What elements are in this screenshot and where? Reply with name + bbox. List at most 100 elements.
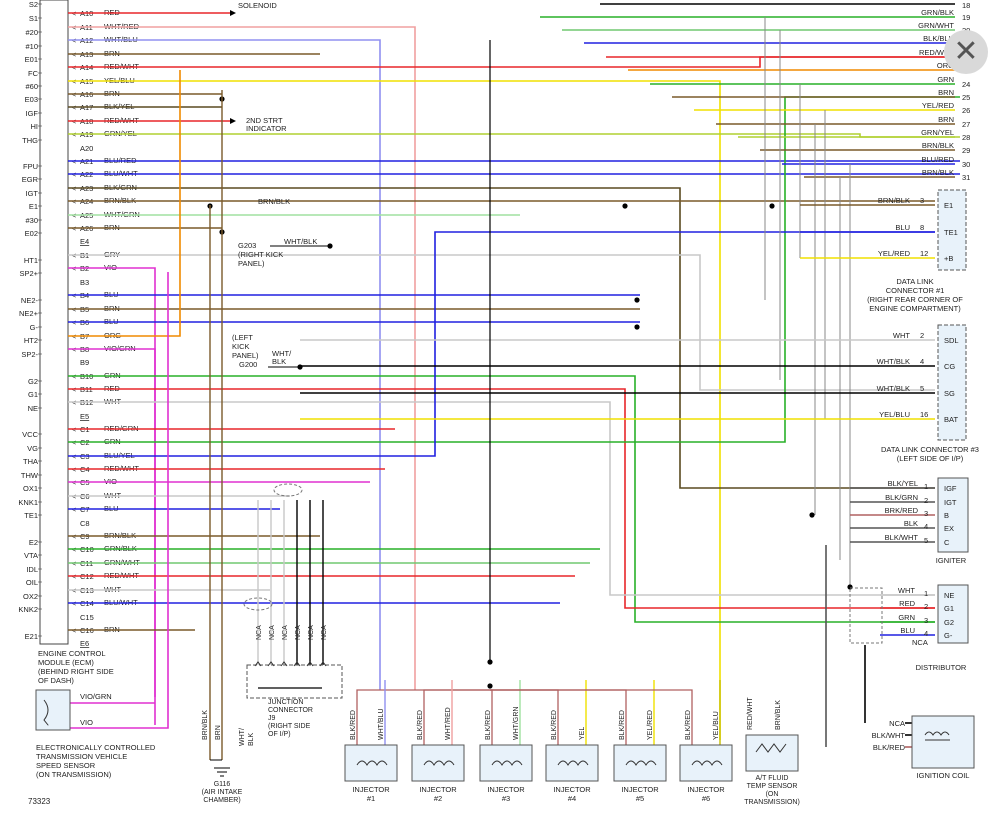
pin-chevron bbox=[293, 661, 301, 667]
ecm-left-pin: E2 bbox=[29, 538, 38, 547]
shield-ellipse bbox=[243, 597, 273, 611]
coil-title: IGNITION COIL bbox=[917, 771, 970, 780]
solenoid-label: SOLENOID bbox=[238, 1, 277, 10]
arrow-glyph: < bbox=[72, 400, 76, 407]
ecm-left-pin: SP2- bbox=[21, 350, 38, 359]
arrow-glyph: < bbox=[72, 427, 76, 434]
bus-pin-number: 30 bbox=[962, 160, 970, 169]
junction-label: (RIGHT SIDE bbox=[268, 723, 311, 730]
thermistor-icon bbox=[755, 743, 787, 753]
coil-wire-label: BLK/WHT bbox=[872, 731, 906, 740]
arrow-glyph: < bbox=[72, 253, 76, 260]
igniter-pin-num: 1 bbox=[924, 482, 928, 491]
distributor-pin-num: 2 bbox=[924, 602, 928, 611]
injector-wire1-label: BLK/RED bbox=[485, 710, 492, 740]
igniter-terminal: C bbox=[944, 538, 950, 547]
shield-ellipse bbox=[273, 483, 303, 497]
ecm-left-pin: SP2+ bbox=[19, 269, 38, 278]
bus-pin-number: 25 bbox=[962, 93, 970, 102]
junction-nca-label: NCA bbox=[321, 625, 328, 640]
dlc1-terminal: +B bbox=[944, 254, 953, 263]
injector-number: #4 bbox=[568, 794, 576, 803]
junction-nca-label: NCA bbox=[269, 625, 276, 640]
arrow-head bbox=[230, 118, 236, 124]
close-button[interactable]: ✕ bbox=[944, 30, 988, 74]
vss-icon bbox=[43, 699, 49, 726]
vss-wire bbox=[70, 272, 169, 729]
dlc3-box bbox=[937, 324, 967, 441]
ecm-left-pin: IGF bbox=[26, 109, 39, 118]
dlc3-wire-label: WHT/BLK bbox=[877, 384, 910, 393]
at-sensor-label: TEMP SENSOR bbox=[747, 783, 798, 790]
close-icon: ✕ bbox=[953, 34, 979, 69]
vss-label: TRANSMISSION VEHICLE bbox=[36, 752, 127, 761]
splice-dot bbox=[634, 324, 640, 330]
ecm-left-pin: IDL bbox=[26, 565, 38, 574]
dlc1-title: CONNECTOR #1 bbox=[886, 286, 945, 295]
igniter-terminal: IGT bbox=[944, 498, 957, 507]
injector-wire bbox=[490, 689, 693, 745]
ecm-left-pin: FPU bbox=[23, 162, 38, 171]
arrow-glyph: < bbox=[72, 454, 76, 461]
wire-run bbox=[68, 254, 935, 391]
injector-wire1-label: BLK/RED bbox=[551, 710, 558, 740]
g200-wire-label: WHT/ bbox=[272, 349, 292, 358]
doc-number: 73323 bbox=[28, 797, 51, 806]
ecm-left-pin: E02 bbox=[25, 229, 38, 238]
shield bbox=[849, 587, 883, 644]
ecm-left-pin: #60 bbox=[25, 82, 38, 91]
ecm-left-pin: IGT bbox=[26, 189, 39, 198]
injector-number: #3 bbox=[502, 794, 510, 803]
ecm-left-pin: E21 bbox=[25, 632, 38, 641]
ecm-left-pin: THA bbox=[23, 457, 38, 466]
vss-wire2-label: VIO bbox=[80, 718, 93, 727]
distributor-terminal: NE bbox=[944, 591, 954, 600]
distributor-wire-label: GRN bbox=[898, 613, 915, 622]
g116-label: CHAMBER) bbox=[203, 797, 240, 804]
strt-label: INDICATOR bbox=[246, 124, 287, 133]
wire-run bbox=[68, 80, 721, 740]
arrow-glyph: < bbox=[72, 38, 76, 45]
igniter-terminal: EX bbox=[944, 524, 954, 533]
ecm-left-pin: THG bbox=[22, 136, 38, 145]
at-sensor-box bbox=[745, 734, 799, 772]
pin-chevron bbox=[267, 661, 275, 667]
distributor-wire-label: RED bbox=[899, 599, 915, 608]
dlc1-pin-num: 8 bbox=[920, 223, 924, 232]
bus-wire-label: YEL/RED bbox=[922, 101, 955, 110]
ecm-left-pin: NE bbox=[28, 404, 38, 413]
ignition-coil-box bbox=[911, 715, 975, 769]
injector-coil-icon bbox=[691, 760, 723, 766]
injector-wire bbox=[423, 689, 490, 745]
dlc1-box bbox=[937, 189, 967, 271]
junction-label: J9 bbox=[268, 715, 276, 722]
dlc1-wire-label: BLU bbox=[895, 223, 910, 232]
dlc3-terminal: BAT bbox=[944, 415, 958, 424]
strt-label: 2ND STRT bbox=[246, 116, 283, 125]
igniter-box bbox=[937, 477, 969, 553]
injector-name: INJECTOR bbox=[352, 785, 390, 794]
bus-wire-label: ORG bbox=[937, 61, 954, 70]
ecm-left-pin: E03 bbox=[25, 95, 38, 104]
coil-wire-label: BLK/RED bbox=[873, 743, 906, 752]
distributor-terminal: G1 bbox=[944, 604, 954, 613]
wire-run bbox=[68, 39, 381, 690]
dlc3-terminal: SDL bbox=[944, 336, 959, 345]
g116-label: G116 bbox=[214, 781, 231, 788]
dlc1-pin-num: 12 bbox=[920, 249, 928, 258]
injector-wire1-label: BLK/RED bbox=[350, 710, 357, 740]
ecm-left-pin: EGR bbox=[22, 175, 39, 184]
ecm-left-pins: S2S1#20#10E01FC#60E03IGFHITHGFPUEGRIGTE1… bbox=[18, 0, 42, 641]
arrow-glyph: < bbox=[72, 387, 76, 394]
dlc3-pin-num: 2 bbox=[920, 331, 924, 340]
ecm-left-pin: FC bbox=[28, 69, 39, 78]
bus-pin-number: 31 bbox=[962, 173, 970, 182]
dlc3-wire-label: YEL/BLU bbox=[879, 410, 910, 419]
splice-dot bbox=[297, 364, 303, 370]
